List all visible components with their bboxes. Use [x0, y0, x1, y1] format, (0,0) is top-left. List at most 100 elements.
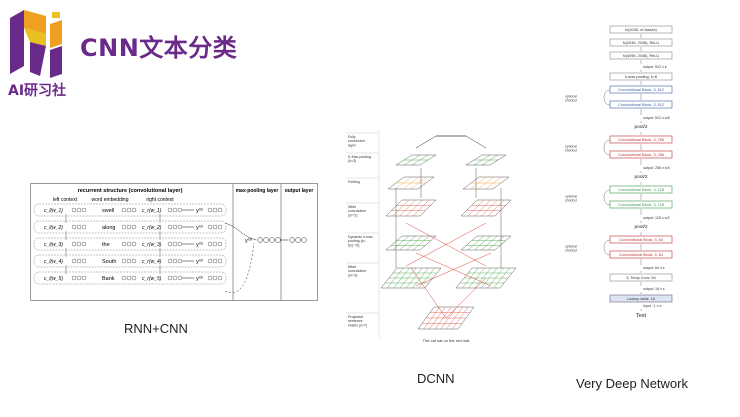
vd-block-lookup: Lookup table, 16: [609, 294, 673, 303]
vd-block-conv-green: Convolutional Block, 3, 128: [609, 185, 673, 194]
left-term: c_l(w_4): [44, 259, 63, 265]
pool-neurons: [257, 237, 281, 243]
svg-text:Lookup table, 16: Lookup table, 16: [627, 297, 655, 301]
vd-block-pool: pool/2: [634, 174, 647, 180]
svg-text:Convolutional Block, 3, 128: Convolutional Block, 3, 128: [618, 188, 664, 192]
svg-text:pool/2: pool/2: [634, 224, 647, 230]
vdcnn-diagram: fc(2048, nClasses) fc(2048, 2048), ReLU fc…: [565, 25, 673, 319]
vd-block-conv-red: Convolutional Block, 3, 256: [609, 150, 673, 159]
dcnn-feature-map: [460, 199, 512, 217]
svg-text:Convolutional Block, 3, 512: Convolutional Block, 3, 512: [618, 103, 664, 107]
svg-text:Convolutional Block, 3, 64: Convolutional Block, 3, 64: [619, 238, 663, 242]
svg-text:Convolutional Block, 3, 64: Convolutional Block, 3, 64: [619, 253, 663, 257]
right-term: c_r(w_2): [142, 225, 162, 231]
dcnn-layer-label: K-Max pooling(k=3): [348, 155, 371, 163]
svg-text:output: 128 x s/2: output: 128 x s/2: [643, 216, 670, 220]
dcnn-feature-map: [385, 235, 437, 251]
logo: [6, 4, 70, 88]
right-term: c_r(w_1): [142, 208, 162, 214]
dcnn-sentence: The cat sat on the red mat: [423, 338, 471, 343]
svg-text:input : 1 x s: input : 1 x s: [643, 304, 662, 308]
vd-block-fc: fc(4096, 2048), ReLU: [609, 51, 673, 60]
dcnn-feature-map: [380, 267, 442, 289]
left-term: c_l(w_5): [44, 276, 63, 282]
svg-text:fc(4096, 2048), ReLU: fc(4096, 2048), ReLU: [623, 54, 660, 58]
vd-block-conv-blue: Convolutional Block, 3, 512: [609, 85, 673, 94]
svg-text:Convolutional Block, 3, 512: Convolutional Block, 3, 512: [618, 88, 664, 92]
word-label: South: [102, 259, 116, 265]
vd-block-note: input : 1 x s: [643, 304, 662, 308]
right-context-label: right context: [146, 197, 174, 203]
svg-text:Text: Text: [636, 313, 647, 319]
vd-block-text: Text: [636, 313, 647, 319]
rnn-cnn-diagram: recurrent structure (convolutional layer…: [30, 183, 318, 301]
svg-text:Convolutional Block, 3, 128: Convolutional Block, 3, 128: [618, 203, 664, 207]
y-term: y⁽²⁾: [196, 275, 204, 282]
vd-block-conv-red: Convolutional Block, 3, 64: [609, 250, 673, 259]
word-label: swell: [102, 208, 114, 214]
svg-text:3, Temp Conv, 64: 3, Temp Conv, 64: [626, 276, 655, 280]
left-term: c_l(w_3): [44, 242, 63, 248]
logo-icon: [10, 10, 62, 78]
svg-text:Convolutional Block, 3, 256: Convolutional Block, 3, 256: [618, 153, 664, 157]
svg-text:output: 256 x s/4: output: 256 x s/4: [643, 166, 670, 170]
word-label: the: [102, 242, 110, 248]
vd-block-fc: k-max pooling, k=8: [609, 72, 673, 81]
vd-block-conv-red: Convolutional Block, 3, 64: [609, 235, 673, 244]
svg-text:pool/2: pool/2: [634, 174, 647, 180]
dcnn-feature-map: [387, 176, 435, 190]
word-embedding-label: word embedding: [92, 197, 129, 203]
word-label: along: [102, 225, 115, 231]
pool-label: y⁽³⁾: [245, 237, 253, 244]
dcnn-layer-label: Folding: [348, 180, 360, 184]
caption-rnn-cnn: RNN+CNN: [124, 321, 188, 336]
vd-block-note: output: 64 x s: [643, 266, 665, 270]
vd-block-pool: pool/2: [634, 124, 647, 130]
brand-name: AI研习社: [8, 83, 67, 99]
vd-block-note: output: 128 x s/2: [643, 216, 670, 220]
right-term: c_r(w_5): [142, 276, 162, 282]
caption-dcnn: DCNN: [417, 371, 455, 386]
caption-vdcnn: Very Deep Network: [576, 376, 688, 391]
dcnn-feature-map: [465, 154, 507, 166]
vd-block-conv-green: Convolutional Block, 3, 128: [609, 200, 673, 209]
maxpool-header: max-pooling layer: [236, 188, 279, 194]
left-term: c_l(w_2): [44, 225, 63, 231]
left-context-label: left context: [53, 197, 78, 203]
y-term: y⁽²⁾: [196, 258, 204, 265]
page-title: CNN文本分类: [80, 34, 238, 62]
dcnn-feature-map: [460, 235, 512, 251]
svg-text:pool/2: pool/2: [634, 124, 647, 130]
svg-text:output: 512 x k: output: 512 x k: [643, 65, 667, 69]
svg-text:fc(2048, nClasses): fc(2048, nClasses): [625, 28, 657, 32]
svg-text:k-max pooling, k=8: k-max pooling, k=8: [625, 75, 657, 79]
dcnn-feature-map: [395, 154, 437, 166]
recurrent-header: recurrent structure (convolutional layer…: [78, 188, 183, 194]
vd-block-note: output: 512 x k: [643, 65, 667, 69]
vd-block-fc: 3, Temp Conv, 64: [609, 273, 673, 282]
word-label: Bank: [102, 276, 115, 282]
svg-text:output: 512 x s/8: output: 512 x s/8: [643, 116, 670, 120]
svg-text:output: 16 x s: output: 16 x s: [643, 287, 665, 291]
vd-block-conv-blue: Convolutional Block, 3, 512: [609, 100, 673, 109]
svg-text:Convolutional Block, 3, 256: Convolutional Block, 3, 256: [618, 138, 664, 142]
svg-text:output: 64 x s: output: 64 x s: [643, 266, 665, 270]
vd-block-fc: fc(2048, 2048), ReLU: [609, 38, 673, 47]
right-term: c_r(w_3): [142, 242, 162, 248]
left-term: c_l(w_1): [44, 208, 63, 214]
vd-block-fc: fc(2048, nClasses): [609, 25, 673, 34]
